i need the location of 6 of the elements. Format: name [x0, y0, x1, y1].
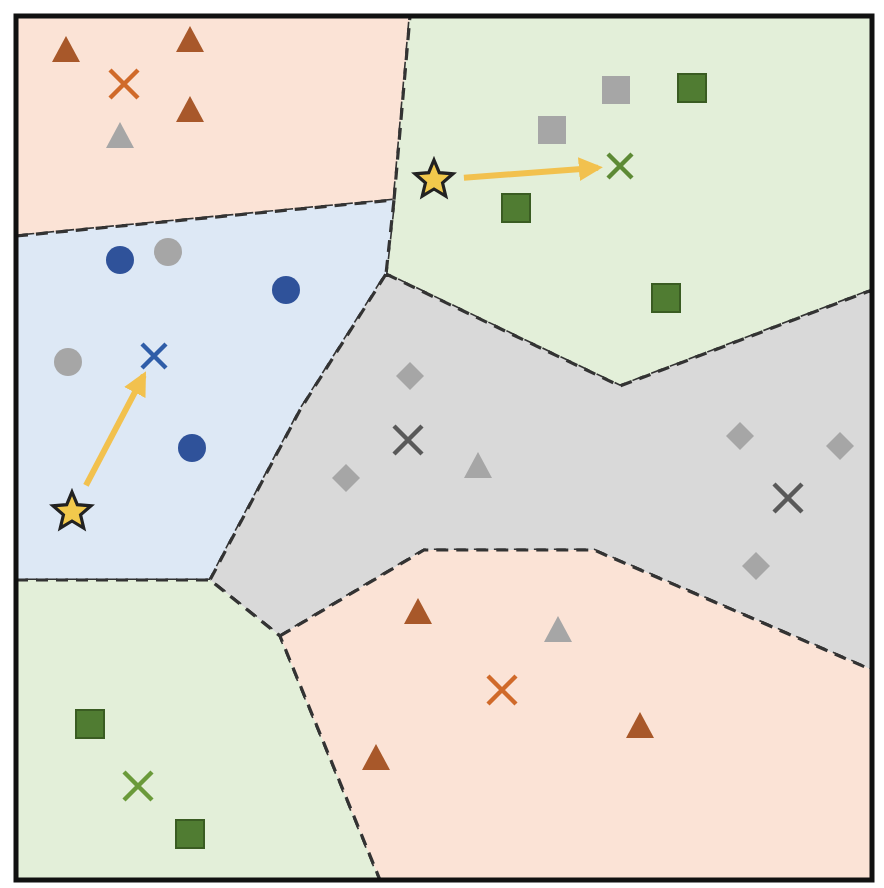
arrow [463, 157, 603, 182]
arrow [83, 371, 147, 487]
centroid-cross [604, 150, 636, 182]
star-marker [412, 158, 456, 202]
star-marker [50, 490, 94, 534]
centroid-cross [138, 340, 170, 372]
